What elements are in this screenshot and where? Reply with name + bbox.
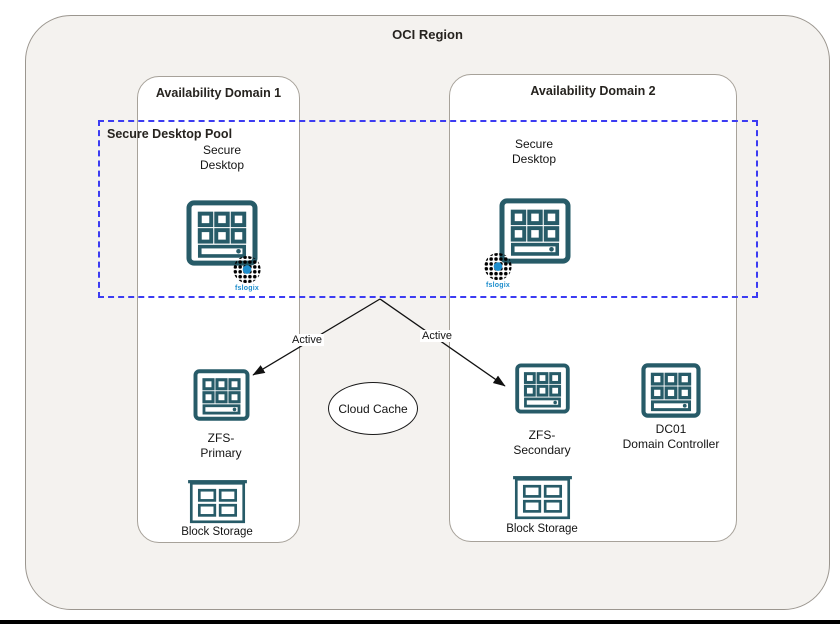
fslogix-globe-icon <box>478 252 518 282</box>
ad1-fslogix-logo: fslogix <box>225 255 269 293</box>
zfs-secondary-icon <box>515 363 570 414</box>
bottom-window-edge <box>0 620 840 624</box>
fslogix-wordmark: fslogix <box>235 285 259 292</box>
oci-region-title: OCI Region <box>392 27 463 42</box>
ad1-block-storage-label: Block Storage <box>181 526 253 538</box>
ad2-fslogix-logo: fslogix <box>476 252 520 290</box>
secure-desktop-pool-box: Secure Desktop Pool <box>98 120 758 298</box>
ad1-secure-desktop-label: Secure Desktop <box>199 143 245 172</box>
ad1-block-storage-icon <box>188 479 247 525</box>
cloud-cache-label: Cloud Cache <box>338 401 408 416</box>
ad2-secure-desktop-label: Secure Desktop <box>511 137 557 166</box>
dc01-domain-controller-icon <box>641 363 701 418</box>
fslogix-globe-icon <box>227 255 267 285</box>
availability-domain-2-title: Availability Domain 2 <box>530 84 656 98</box>
fslogix-wordmark: fslogix <box>486 282 510 289</box>
secure-desktop-pool-label: Secure Desktop Pool <box>107 127 233 141</box>
ad2-block-storage-label: Block Storage <box>506 523 578 535</box>
ad2-block-storage-icon <box>513 475 572 521</box>
active-label-left: Active <box>290 334 324 346</box>
zfs-primary-icon <box>193 369 250 421</box>
zfs-secondary-label: ZFS- Secondary <box>513 428 571 457</box>
active-label-right: Active <box>420 330 454 342</box>
cloud-cache-ellipse: Cloud Cache <box>328 382 418 435</box>
dc01-domain-controller-label: DC01 Domain Controller <box>622 422 720 451</box>
zfs-primary-label: ZFS- Primary <box>200 431 242 460</box>
availability-domain-1-title: Availability Domain 1 <box>155 86 282 100</box>
